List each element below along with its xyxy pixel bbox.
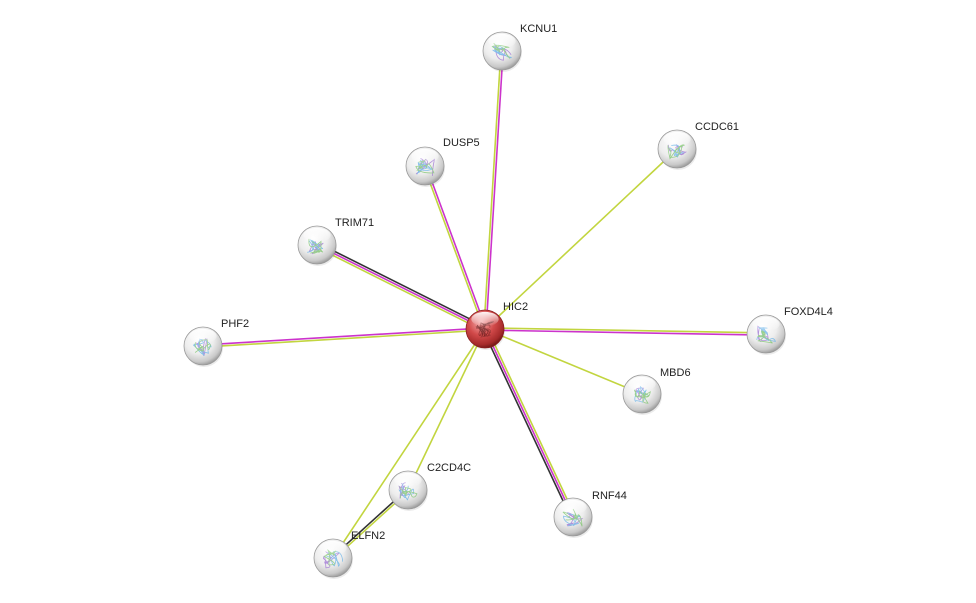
structure-trace <box>398 483 415 501</box>
edge-hic2-c2cd4c[interactable] <box>407 328 486 491</box>
edge-hic2-ccdc61[interactable] <box>484 148 678 330</box>
edge-line-textmining <box>407 328 486 491</box>
bubble-highlight <box>411 148 439 164</box>
edge-line-coexpression <box>482 329 572 519</box>
node-label-phf2: PHF2 <box>221 318 249 330</box>
node-label-mbd6: MBD6 <box>660 367 691 379</box>
edge-hic2-rnf44[interactable] <box>482 327 576 519</box>
node-label-elfn2: ELFN2 <box>351 530 385 542</box>
bubble-highlight <box>471 311 499 327</box>
structure-trace <box>476 323 492 338</box>
edge-line-textmining <box>486 327 576 517</box>
edge-line-experiments <box>484 328 574 518</box>
bubble-highlight <box>303 227 331 243</box>
bubble-highlight <box>663 131 691 147</box>
structure-trace <box>667 144 686 160</box>
node-label-rnf44: RNF44 <box>592 490 627 502</box>
edge-line-textmining <box>484 148 678 330</box>
edge-line-experiments <box>316 244 486 330</box>
structure-trace <box>757 330 773 344</box>
structure-trace <box>308 241 324 255</box>
edge-hic2-trim71[interactable] <box>315 242 487 332</box>
node-label-dusp5: DUSP5 <box>443 137 480 149</box>
edge-line-experiments <box>425 165 487 329</box>
edge-line-textmining <box>485 327 767 334</box>
edge-line-experiments <box>485 51 504 330</box>
node-hic2[interactable]: HIC2 <box>465 301 528 350</box>
bubble-highlight <box>628 376 656 392</box>
edge-line-coexpression <box>317 242 487 328</box>
edge-line-experiments <box>202 327 485 346</box>
node-c2cd4c[interactable]: C2CD4C <box>388 462 471 511</box>
node-mbd6[interactable]: MBD6 <box>622 367 691 415</box>
node-label-hic2: HIC2 <box>503 301 528 313</box>
node-dusp5[interactable]: DUSP5 <box>405 137 480 187</box>
node-label-ccdc61: CCDC61 <box>695 121 739 133</box>
protein-structure-icon <box>398 482 418 501</box>
bubble-highlight <box>488 33 516 49</box>
node-label-c2cd4c: C2CD4C <box>427 462 471 474</box>
node-trim71[interactable]: TRIM71 <box>297 217 374 266</box>
bubble-highlight <box>189 328 217 344</box>
node-label-kcnu1: KCNU1 <box>520 23 557 35</box>
edge-layer <box>202 50 767 560</box>
edge-line-textmining <box>483 50 502 329</box>
structure-trace <box>192 338 212 356</box>
node-phf2[interactable]: PHF2 <box>183 318 249 367</box>
edge-line-textmining <box>203 329 486 348</box>
edge-hic2-elfn2[interactable] <box>332 328 486 559</box>
structure-trace <box>563 512 581 527</box>
edge-hic2-dusp5[interactable] <box>423 165 487 330</box>
bubble-highlight <box>559 499 587 515</box>
node-ccdc61[interactable]: CCDC61 <box>657 121 739 170</box>
node-elfn2[interactable]: ELFN2 <box>313 530 385 579</box>
node-label-trim71: TRIM71 <box>335 217 374 229</box>
bubble-highlight <box>394 472 422 488</box>
bubble-highlight <box>319 540 347 556</box>
edge-hic2-mbd6[interactable] <box>484 328 643 395</box>
edge-hic2-kcnu1[interactable] <box>483 50 504 330</box>
node-label-foxd4l4: FOXD4L4 <box>784 306 833 318</box>
edge-line-textmining <box>315 246 485 332</box>
edge-line-textmining <box>332 328 486 559</box>
edge-hic2-phf2[interactable] <box>202 327 486 348</box>
edge-line-textmining <box>484 328 643 395</box>
edge-line-textmining <box>423 166 485 330</box>
edge-line-experiments <box>484 329 766 336</box>
structure-trace <box>634 389 651 404</box>
node-rnf44[interactable]: RNF44 <box>553 490 627 538</box>
edge-hic2-foxd4l4[interactable] <box>484 327 767 336</box>
structure-trace <box>399 486 418 499</box>
node-foxd4l4[interactable]: FOXD4L4 <box>746 306 833 355</box>
bubble-highlight <box>752 316 780 332</box>
node-kcnu1[interactable]: KCNU1 <box>482 23 557 72</box>
